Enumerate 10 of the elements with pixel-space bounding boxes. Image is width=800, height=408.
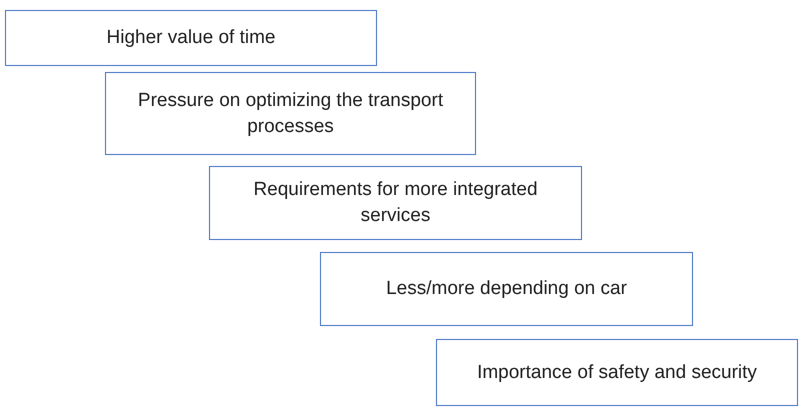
box-text: Higher value of time: [106, 26, 276, 50]
box-text: Less/more depending on car: [386, 277, 627, 302]
text-box: [320, 252, 693, 326]
box-text: Requirements for more integrated services: [252, 178, 539, 228]
text-box: [105, 72, 476, 155]
text-box: [5, 10, 377, 66]
box-text: Importance of safety and security: [477, 360, 757, 385]
text-box: [436, 339, 798, 406]
text-box: [209, 166, 582, 240]
box-text: Pressure on optimizing the transport processes: [136, 88, 444, 138]
